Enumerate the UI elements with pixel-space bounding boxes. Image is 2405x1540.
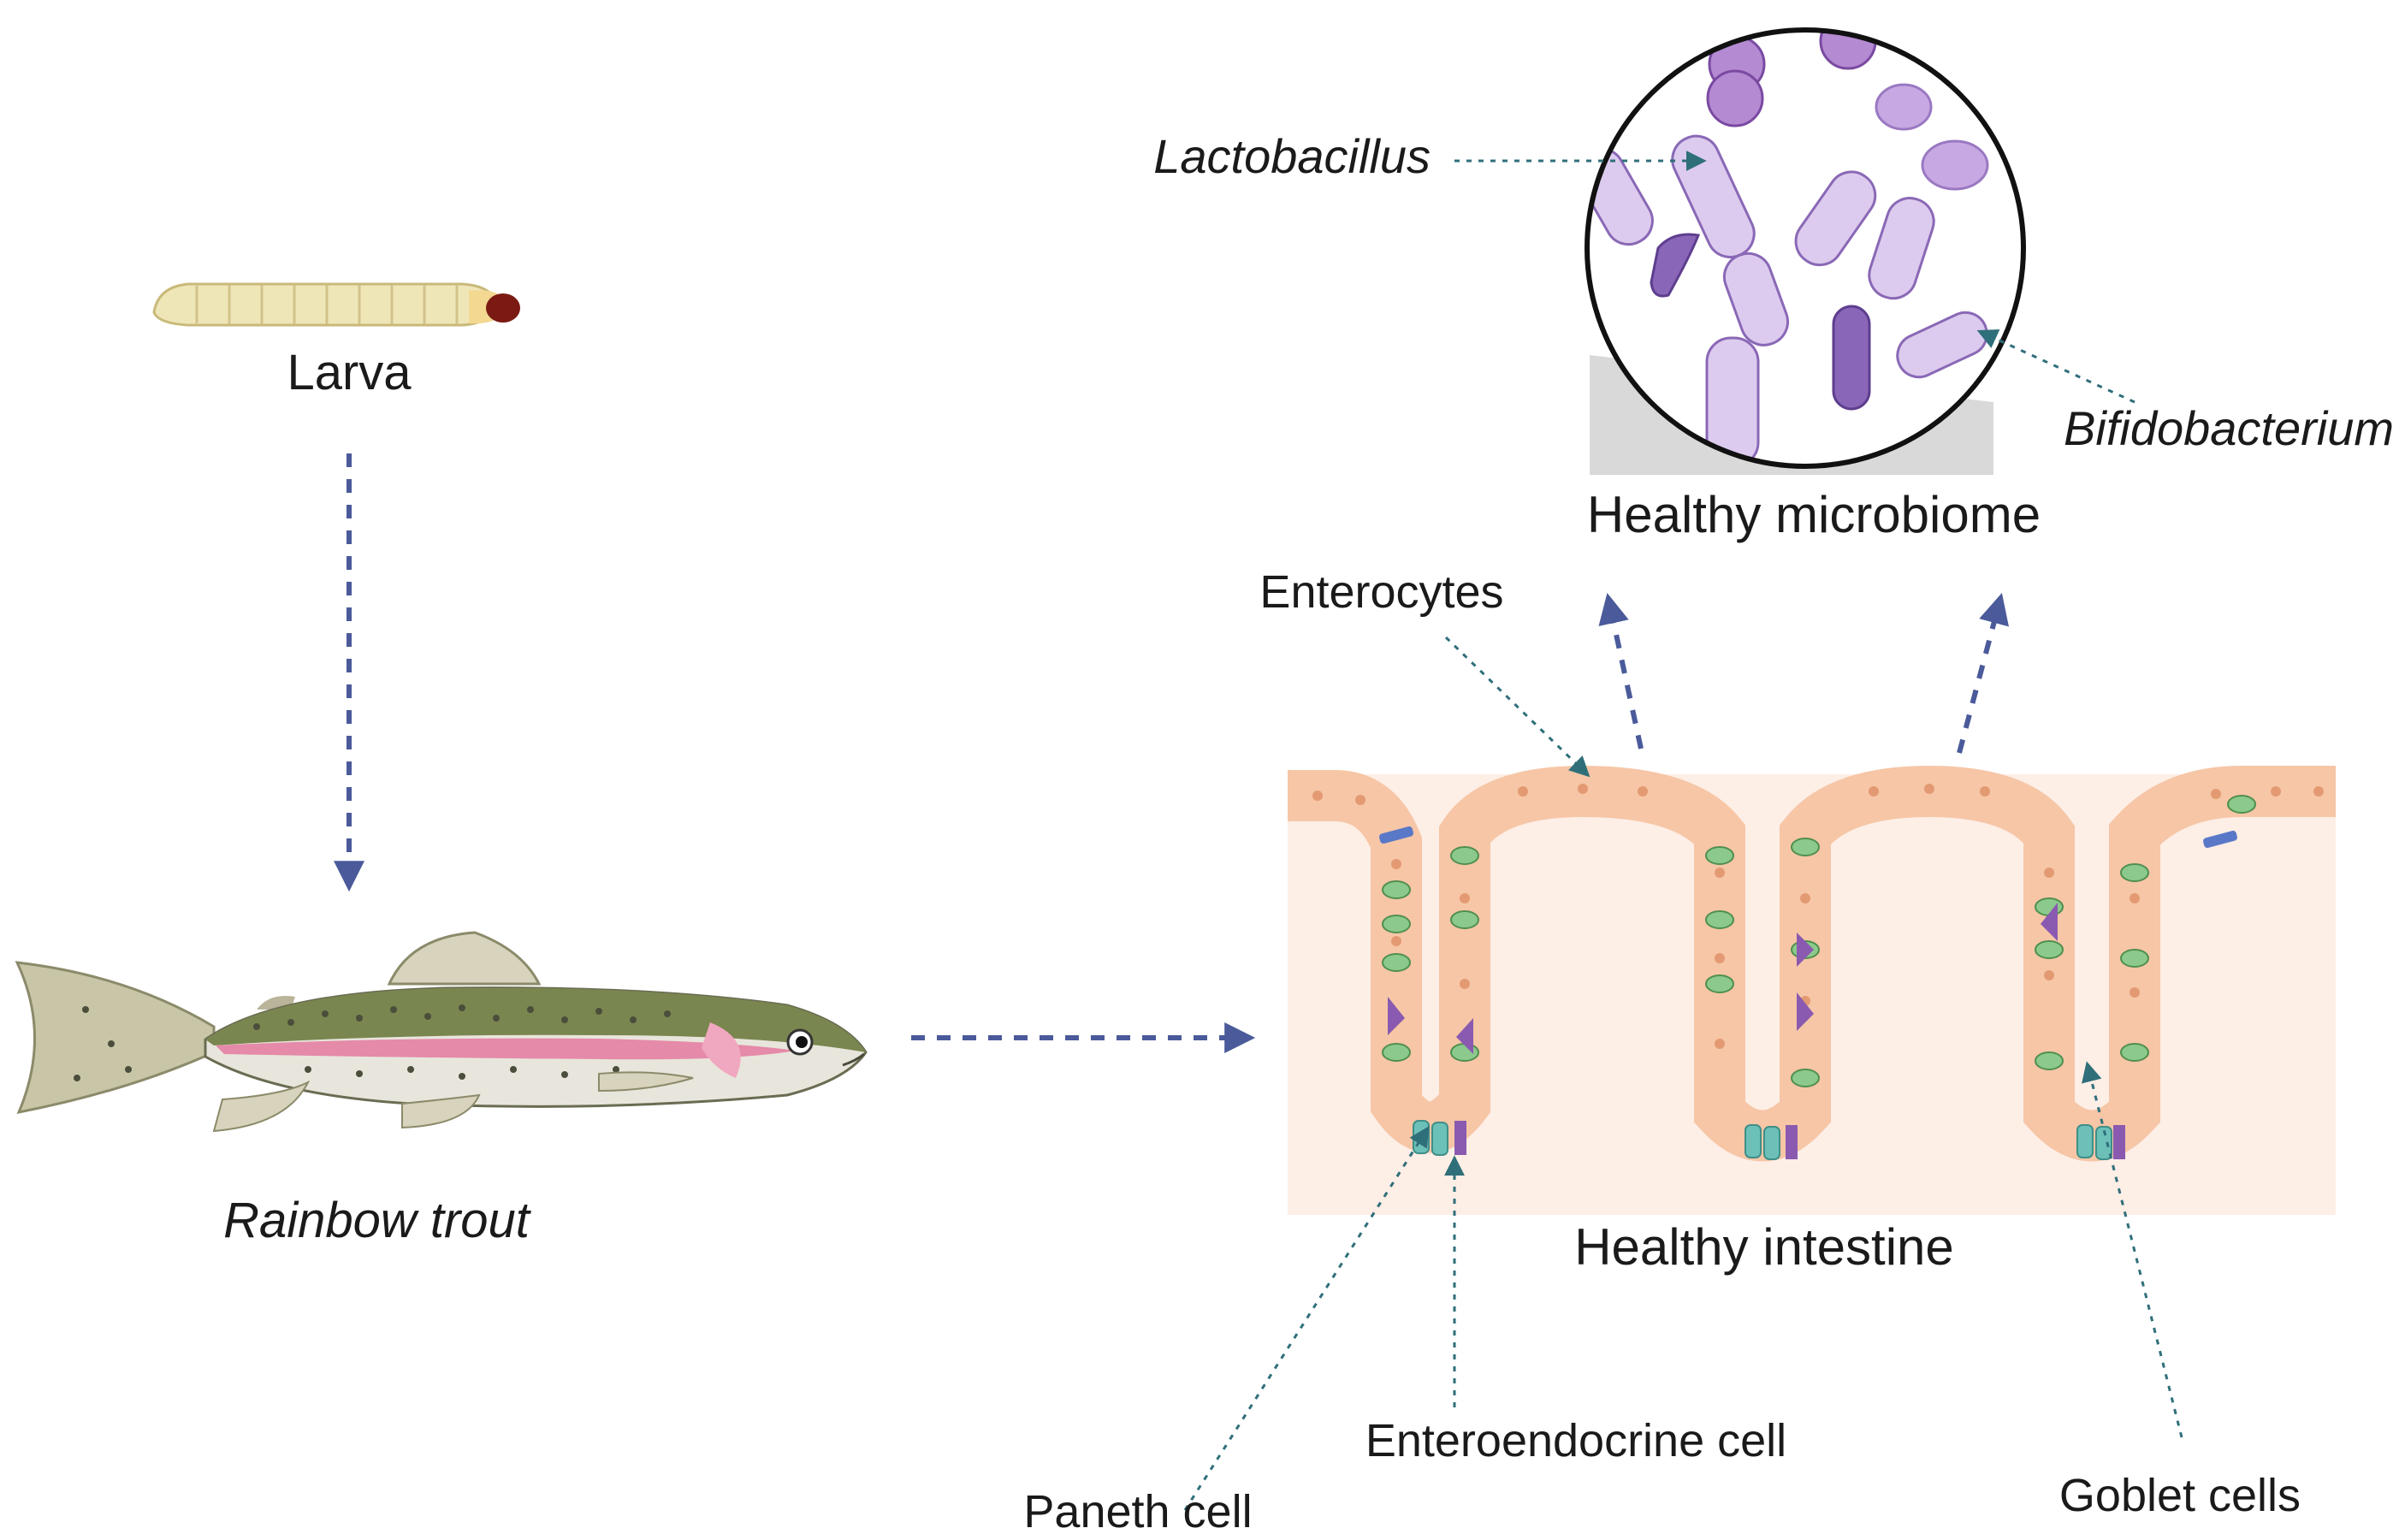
flow-arrow-intestine-to-microbiome-left xyxy=(1598,592,1644,749)
larva-label: Larva xyxy=(287,345,412,400)
microbiome-magnified-view xyxy=(1585,27,2026,475)
paneth-label: Paneth cell xyxy=(1023,1486,1252,1537)
lactobacillus-label: Lactobacillus xyxy=(1153,129,1431,183)
trout-label: Rainbow trout xyxy=(223,1193,532,1248)
intestine-label: Healthy intestine xyxy=(1574,1218,1954,1276)
microbiome-label: Healthy microbiome xyxy=(1587,486,2041,543)
goblet-pointer xyxy=(2082,1061,2183,1438)
intestine-cross-section xyxy=(1288,765,2336,1215)
enterocytes-label: Enterocytes xyxy=(1259,566,1503,618)
flow-arrow-intestine-to-microbiome-right xyxy=(1957,593,2009,754)
paneth-pointer xyxy=(1183,1125,1430,1511)
bifidobacterium-label: Bifidobacterium xyxy=(2064,401,2394,455)
enterocytes-pointer xyxy=(1444,636,1590,778)
bifidobacterium-pointer xyxy=(1976,329,2135,404)
larva-illustration xyxy=(152,282,520,327)
goblet-label: Goblet cells xyxy=(2059,1470,2301,1521)
enteroendocrine-label: Enteroendocrine cell xyxy=(1365,1415,1786,1466)
rainbow-trout-illustration xyxy=(15,931,868,1133)
